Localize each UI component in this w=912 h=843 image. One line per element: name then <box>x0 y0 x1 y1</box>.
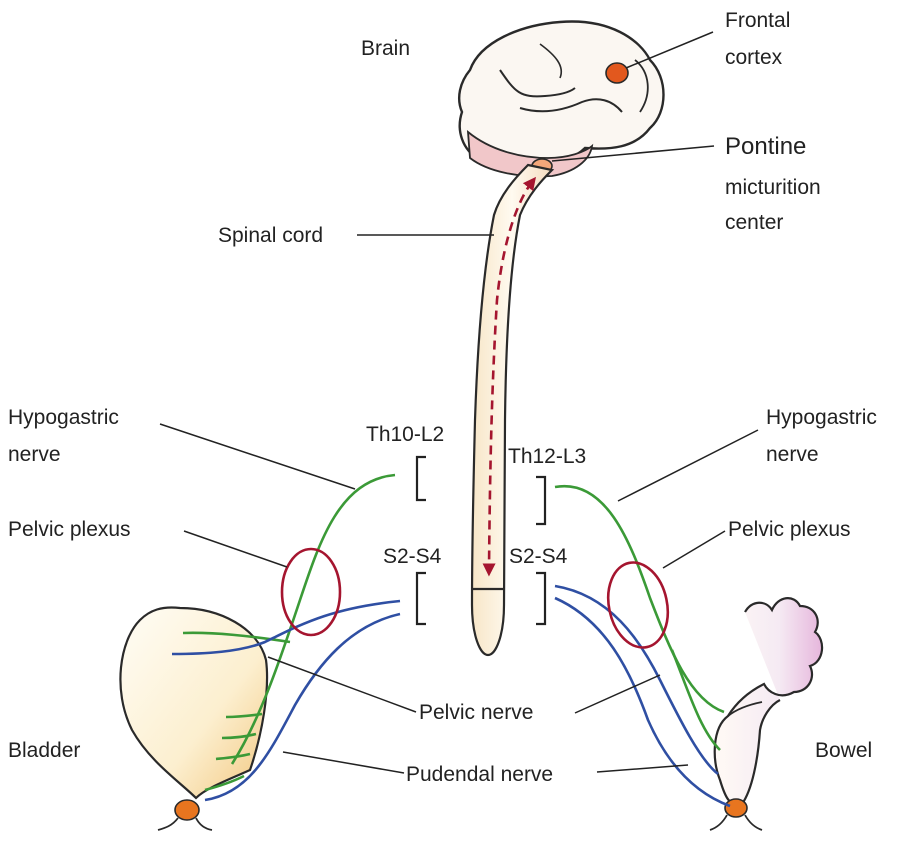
label-bowel: Bowel <box>815 739 872 762</box>
bracket-th10-l2 <box>417 457 426 500</box>
bowel-sphincter <box>725 799 747 817</box>
frontal-cortex-spot <box>606 63 628 83</box>
pudendal-nerve-right <box>555 598 730 806</box>
nerves-right <box>555 486 730 806</box>
label-brain: Brain <box>361 37 410 60</box>
label-frontal-cortex-1: Frontal <box>725 9 790 32</box>
bowel-illustration <box>710 598 822 830</box>
label-pelvic-nerve: Pelvic nerve <box>419 701 533 724</box>
label-pelvic-plexus-right: Pelvic plexus <box>728 518 851 541</box>
label-hypogastric-right-2: nerve <box>766 443 819 466</box>
label-th12-l3: Th12-L3 <box>508 445 586 468</box>
spinal-cord-shape <box>472 165 552 655</box>
leader-pelvic-nerve-right <box>575 675 660 713</box>
label-frontal-cortex-2: cortex <box>725 46 783 69</box>
hypogastric-nerve-right <box>555 486 724 712</box>
bracket-s2-s4-left <box>417 573 426 624</box>
label-pontine-2: micturition <box>725 176 821 199</box>
spinal-cord-illustration <box>472 165 552 655</box>
label-hypogastric-left-2: nerve <box>8 443 61 466</box>
bowel-shape <box>715 598 822 804</box>
pelvic-plexus-circle-right <box>601 557 676 653</box>
label-s2-s4-left: S2-S4 <box>383 545 442 568</box>
bladder-sphincter <box>175 800 199 820</box>
label-s2-s4-right: S2-S4 <box>509 545 568 568</box>
label-th10-l2: Th10-L2 <box>366 423 444 446</box>
hypogastric-branch-right-1 <box>672 650 720 750</box>
pelvic-nerve-right <box>555 586 718 774</box>
bracket-s2-s4-right <box>536 573 545 624</box>
label-bladder: Bladder <box>8 739 80 762</box>
label-hypogastric-left-1: Hypogastric <box>8 406 119 429</box>
label-pelvic-plexus-left: Pelvic plexus <box>8 518 131 541</box>
leader-hypogastric-left <box>160 424 355 489</box>
bladder-illustration <box>120 608 267 831</box>
label-pontine-3: center <box>725 211 783 234</box>
label-spinal-cord: Spinal cord <box>218 224 323 247</box>
leader-pudendal-right <box>597 765 688 772</box>
leader-pelvic-nerve-left <box>268 657 416 712</box>
label-hypogastric-right-1: Hypogastric <box>766 406 877 429</box>
leader-pudendal-left <box>283 752 404 773</box>
label-pudendal-nerve: Pudendal nerve <box>406 763 553 786</box>
bracket-th12-l3 <box>536 477 545 524</box>
leader-pelvic-plexus-right <box>663 531 725 568</box>
leader-pelvic-plexus-left <box>184 531 287 567</box>
leader-hypogastric-right <box>618 430 758 501</box>
label-pontine-1: Pontine <box>725 133 806 160</box>
